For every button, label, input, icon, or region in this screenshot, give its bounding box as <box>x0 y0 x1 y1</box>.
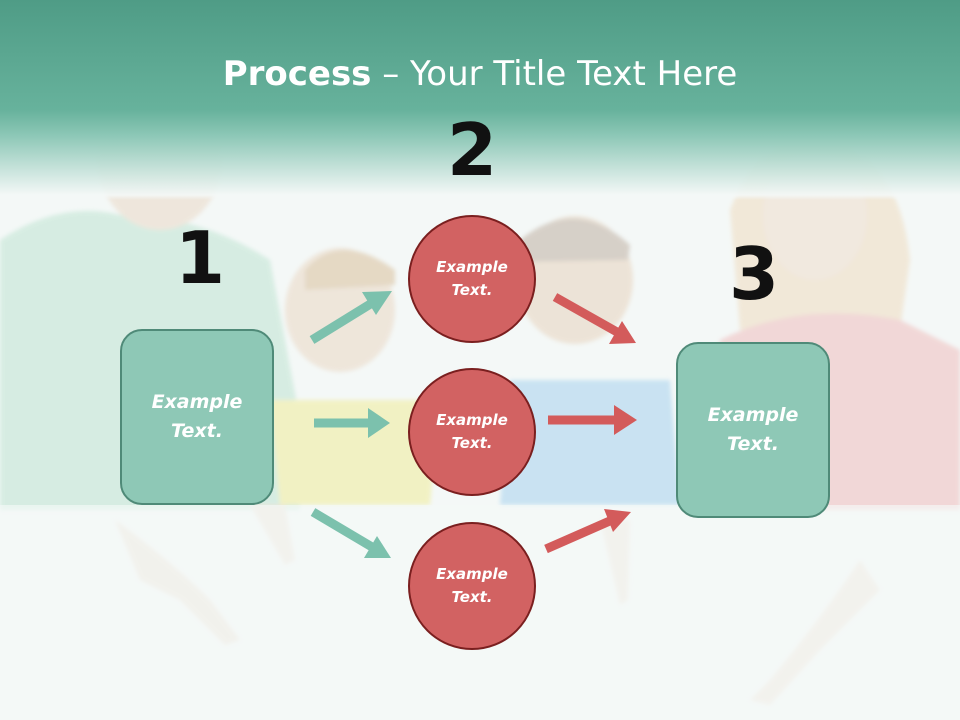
circle-label: Example Text. <box>436 258 508 299</box>
step2-circle-middle[interactable]: Example Text. <box>408 368 536 496</box>
title-bold: Process <box>222 54 372 94</box>
step-number-3: 3 <box>728 232 780 316</box>
circle-label: Example Text. <box>436 411 508 452</box>
arrow-red-middle <box>548 405 637 435</box>
step3-label: Example Text. <box>707 404 799 455</box>
title-rest: – Your Title Text Here <box>371 54 738 94</box>
arrow-green-down <box>310 508 391 558</box>
arrow-green-middle <box>314 408 390 438</box>
step2-circle-top[interactable]: Example Text. <box>408 215 536 343</box>
header-band <box>0 0 960 200</box>
arrow-red-down <box>552 293 636 344</box>
step1-label: Example Text. <box>151 391 243 442</box>
arrow-red-up <box>544 509 631 554</box>
step-number-1: 1 <box>174 216 226 300</box>
page-title: Process – Your Title Text Here <box>0 52 960 96</box>
arrow-green-up <box>309 291 392 344</box>
circle-label: Example Text. <box>436 565 508 606</box>
step3-box[interactable]: Example Text. <box>676 342 830 518</box>
step-number-2: 2 <box>446 108 498 192</box>
step1-box[interactable]: Example Text. <box>120 329 274 505</box>
step2-circle-bottom[interactable]: Example Text. <box>408 522 536 650</box>
